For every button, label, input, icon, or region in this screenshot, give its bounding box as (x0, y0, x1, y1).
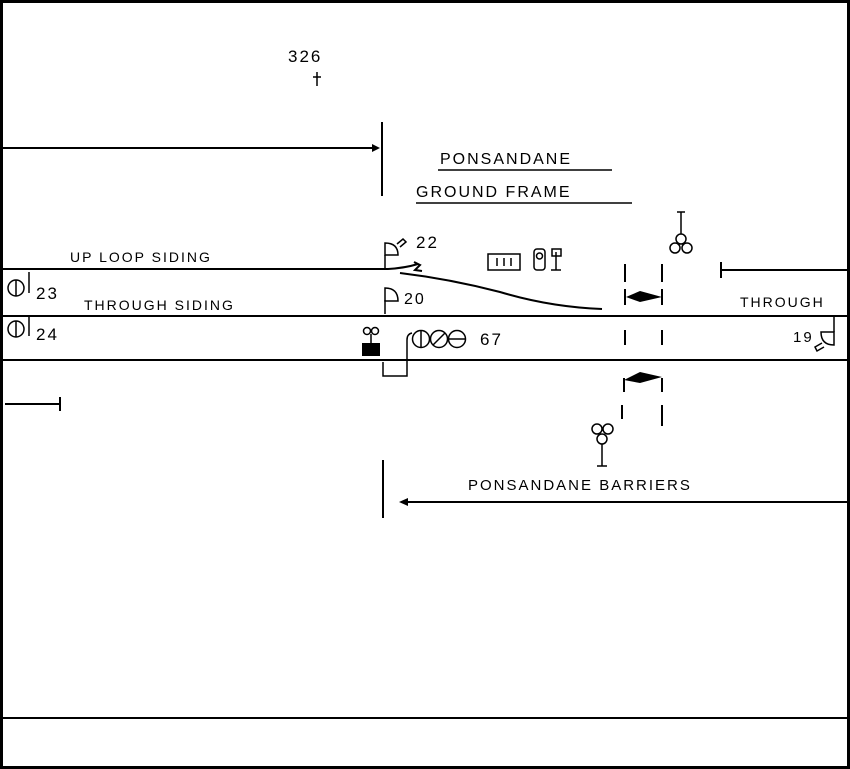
barriers-boundary (382, 460, 850, 518)
level-crossing (621, 264, 663, 426)
signal-number-19: 19 (793, 329, 814, 346)
signal-number-20: 20 (404, 291, 426, 308)
track-label-up-loop-siding: UP LOOP SIDING (70, 249, 212, 265)
through-line-stop (720, 262, 850, 278)
track-circuit-link (382, 332, 413, 377)
ground-signal-icon (7, 272, 30, 297)
multi-aspect-signal-icon (411, 329, 467, 349)
ground-frame-title-1: PONSANDANE (440, 151, 572, 168)
ground-signal-icon (7, 317, 30, 338)
ground-frame-title-2: GROUND FRAME (416, 184, 572, 201)
signal-number-24: 24 (36, 325, 59, 344)
signal-number-23: 23 (36, 284, 59, 303)
lamp-post-icon (551, 248, 562, 271)
mileage-post-icon (313, 72, 321, 86)
barriers-title: PONSANDANE BARRIERS (468, 477, 692, 494)
ground-frame-boundary (0, 122, 383, 196)
disc-signal-icon (384, 287, 399, 314)
lever-frame-icon (487, 253, 521, 271)
mileage-marker: 326 (288, 47, 322, 66)
buffer-stop-left (5, 397, 61, 411)
telephone-icon (533, 248, 546, 271)
position-light-signal-icon (362, 326, 380, 356)
signal-number-22: 22 (416, 233, 439, 252)
disc-signal-icon (814, 317, 835, 353)
crossing-lights-icon (591, 423, 614, 467)
disc-signal-icon (384, 237, 408, 269)
track-label-through-siding: THROUGH SIDING (84, 297, 235, 313)
up-loop-siding-track (0, 261, 603, 310)
signal-number-67: 67 (480, 330, 503, 349)
track-label-through: THROUGH (740, 294, 825, 310)
crossing-lights-icon (669, 211, 693, 254)
